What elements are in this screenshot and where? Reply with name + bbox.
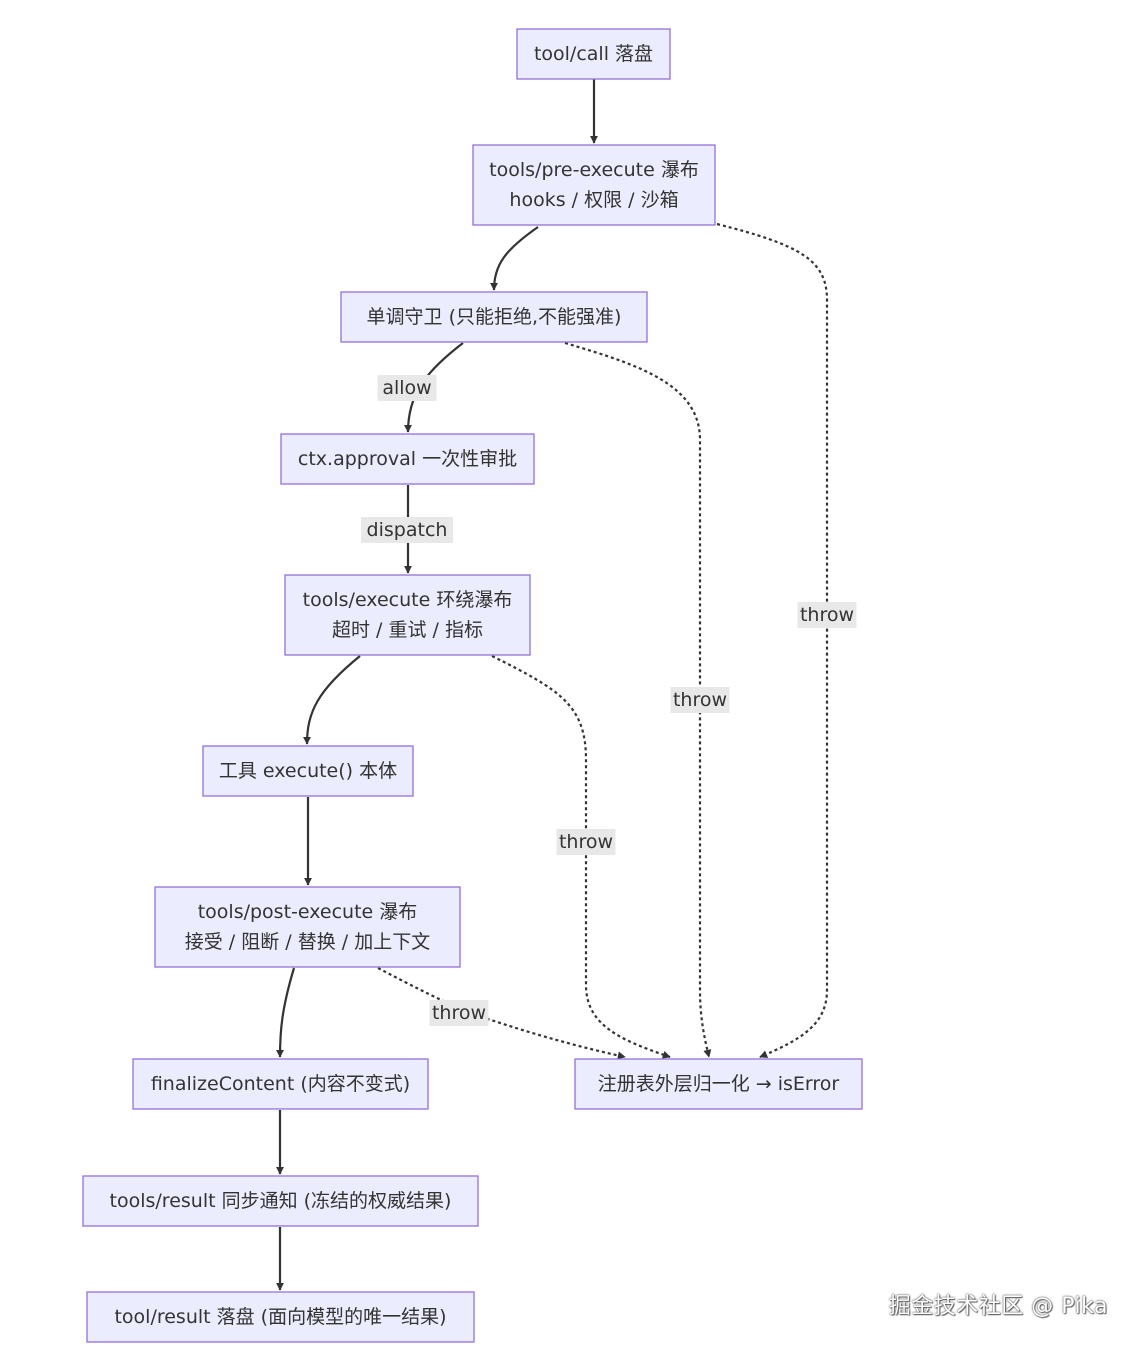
node-tool-result: tool/result 落盘 (面向模型的唯一结果) — [86, 1291, 475, 1343]
edge-label-bg — [429, 1000, 489, 1026]
node-box — [154, 886, 461, 968]
edge-label-text: throw — [432, 1002, 486, 1024]
node-result-sync: tools/result 同步通知 (冻结的权威结果) — [82, 1175, 479, 1227]
node-label: hooks / 权限 / 沙箱 — [509, 189, 678, 211]
node-guard: 单调守卫 (只能拒绝,不能强准) — [340, 291, 648, 343]
node-finalize: finalizeContent (内容不变式) — [132, 1058, 429, 1110]
node-box — [280, 433, 535, 485]
watermark: 掘金技术社区 @ Pika — [888, 1294, 1108, 1319]
edge-label-bg — [556, 829, 616, 855]
node-label: tool/result 落盘 (面向模型的唯一结果) — [114, 1306, 446, 1328]
node-label: tools/post-execute 瀑布 — [198, 901, 418, 923]
edge-label-throw: throw — [556, 829, 616, 855]
node-box — [516, 28, 671, 80]
edge-label-bg — [361, 517, 453, 543]
edge-label-dispatch: dispatch — [361, 517, 453, 543]
node-label: 单调守卫 (只能拒绝,不能强准) — [367, 306, 622, 328]
edge-label-text: dispatch — [367, 519, 448, 541]
nodes-layer: tool/call 落盘 tools/pre-execute 瀑布 hooks / … — [82, 28, 863, 1343]
edge-label-throw: throw — [670, 687, 730, 713]
node-tool-call: tool/call 落盘 — [516, 28, 671, 80]
node-label: 接受 / 阻断 / 替换 / 加上下文 — [185, 931, 430, 953]
node-label: tools/pre-execute 瀑布 — [489, 159, 699, 181]
edge-post-execute-to-finalize — [276, 967, 296, 1058]
edge-label-text: allow — [382, 377, 431, 399]
edge-label-bg — [670, 687, 730, 713]
node-label: 超时 / 重试 / 指标 — [332, 619, 483, 641]
node-box — [132, 1058, 429, 1110]
edge-pre-execute-to-is-error — [716, 222, 829, 1059]
edge-execute-wrap-to-tool-body — [303, 655, 361, 745]
edge-label-text: throw — [800, 604, 854, 626]
edge-label-bg — [377, 375, 437, 401]
node-box — [340, 291, 648, 343]
node-box — [574, 1058, 863, 1110]
node-label: tool/call 落盘 — [534, 43, 653, 65]
node-label: tools/result 同步通知 (冻结的权威结果) — [110, 1190, 452, 1212]
edge-guard-to-is-error — [564, 341, 712, 1058]
node-label: finalizeContent (内容不变式) — [151, 1073, 410, 1095]
edge-post-execute-to-is-error — [377, 967, 626, 1060]
node-box — [86, 1291, 475, 1343]
node-box — [472, 144, 716, 226]
node-approval: ctx.approval 一次性审批 — [280, 433, 535, 485]
node-box — [284, 574, 531, 656]
edge-pre-execute-to-guard — [490, 226, 539, 291]
node-is-error: 注册表外层归一化 → isError — [574, 1058, 863, 1110]
node-box — [202, 745, 414, 797]
node-label: 工具 execute() 本体 — [219, 760, 397, 782]
node-label: 注册表外层归一化 → isError — [598, 1073, 840, 1095]
node-label: ctx.approval 一次性审批 — [298, 448, 517, 470]
edge-label-allow: allow — [377, 375, 437, 401]
edge-label-throw: throw — [797, 602, 857, 628]
node-label: tools/execute 环绕瀑布 — [303, 589, 513, 611]
node-pre-execute: tools/pre-execute 瀑布 hooks / 权限 / 沙箱 — [472, 144, 716, 226]
edge-execute-wrap-to-is-error — [491, 655, 671, 1059]
node-tool-body: 工具 execute() 本体 — [202, 745, 414, 797]
edge-label-text: throw — [559, 831, 613, 853]
node-box — [82, 1175, 479, 1227]
edge-label-bg — [797, 602, 857, 628]
edge-label-text: throw — [673, 689, 727, 711]
edge-labels-layer: allow dispatch throw throw throw throw — [361, 375, 857, 1026]
edge-label-throw: throw — [429, 1000, 489, 1026]
